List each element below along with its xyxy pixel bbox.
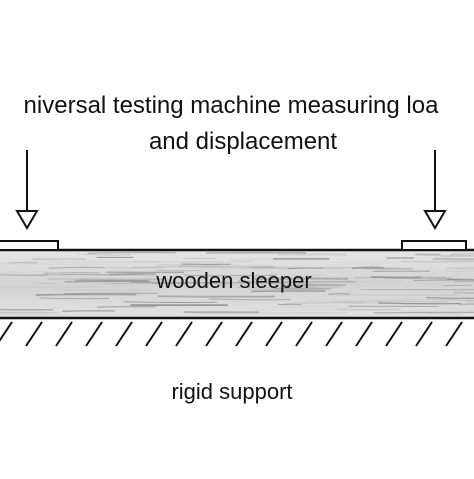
right-load-arrow-icon: [425, 150, 445, 228]
grain-streak: [0, 275, 47, 276]
grain-streak: [62, 311, 115, 312]
grain-streak: [97, 307, 156, 308]
grain-streak: [221, 267, 242, 268]
grain-streak: [0, 263, 104, 264]
grain-streak: [187, 283, 259, 284]
grain-streak: [441, 255, 474, 256]
grain-streak: [88, 252, 176, 253]
hatch-stroke: [0, 322, 12, 346]
hatch-stroke: [86, 322, 102, 346]
grain-streak: [328, 294, 350, 295]
hatch-stroke: [176, 322, 192, 346]
grain-streak: [36, 294, 137, 295]
hatch-stroke: [416, 322, 432, 346]
grain-streak: [432, 259, 474, 260]
grain-streak: [352, 267, 384, 268]
left-load-arrow-icon: [17, 150, 37, 228]
grain-streak: [445, 308, 474, 309]
grain-streak: [212, 314, 234, 315]
hatch-stroke: [356, 322, 372, 346]
grain-streak: [336, 309, 400, 310]
grain-streak: [454, 293, 474, 294]
grain-streak: [307, 300, 407, 301]
grain-streak: [65, 281, 151, 282]
support-hatching-icon: [0, 322, 462, 346]
hatch-stroke: [236, 322, 252, 346]
right-load-plate: [402, 241, 466, 250]
grain-streak: [215, 289, 249, 290]
hatch-stroke: [296, 322, 312, 346]
grain-streak: [236, 268, 285, 269]
grain-streak: [371, 277, 421, 278]
hatch-stroke: [386, 322, 402, 346]
grain-streak: [360, 288, 450, 289]
grain-streak: [426, 298, 474, 299]
hatch-stroke: [56, 322, 72, 346]
hatch-stroke: [146, 322, 162, 346]
left-load-plate: [0, 241, 58, 250]
hatch-stroke: [26, 322, 42, 346]
hatch-stroke: [266, 322, 282, 346]
hatch-stroke: [116, 322, 132, 346]
grain-streak: [446, 271, 474, 272]
hatch-stroke: [206, 322, 222, 346]
hatch-stroke: [326, 322, 342, 346]
hatch-stroke: [446, 322, 462, 346]
grain-streak: [0, 279, 80, 280]
